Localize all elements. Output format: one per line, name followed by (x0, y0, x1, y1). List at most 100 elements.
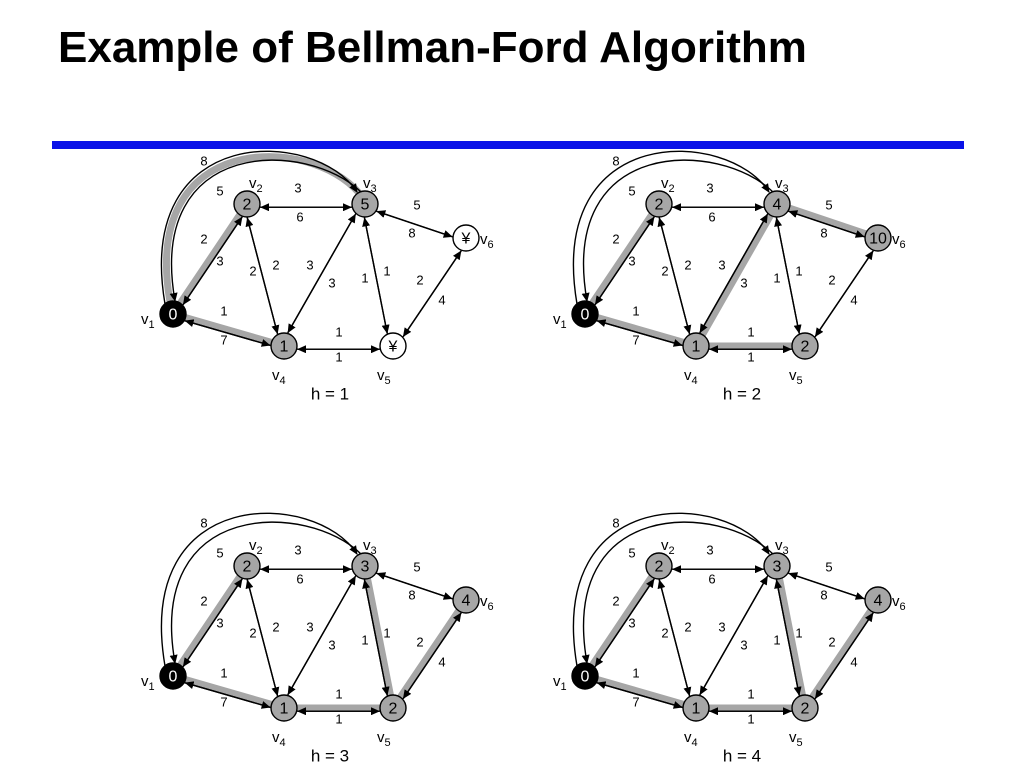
highlighted-edge-v3-v5 (361, 562, 397, 712)
edge-weight-v1-v4: 1 (220, 665, 227, 680)
edge-weight-v3-v1: 5 (216, 545, 223, 560)
vertex-label-v6: v6 (892, 593, 906, 613)
vertex-distance-v4: 1 (280, 339, 289, 356)
vertex-circle-v5 (379, 694, 407, 722)
vertex-distance-v1: 0 (169, 669, 178, 686)
vertex-label-v4: v4 (272, 729, 286, 749)
edge-weight-v3-v4: 3 (306, 257, 313, 272)
highlighted-edge-v5-v6 (801, 596, 882, 712)
edge-weight-v4-v1: 7 (220, 332, 227, 347)
vertex-label-v1: v1 (141, 673, 155, 693)
edge-v3-v1 (581, 159, 774, 302)
edge-weight-v5-v4: 1 (747, 711, 754, 726)
edge-v1-v3 (160, 512, 358, 667)
highlighted-edge-v5-v6 (389, 596, 470, 712)
vertex-label-v2: v2 (661, 175, 675, 195)
vertex-label-v5: v5 (377, 367, 391, 387)
edge-v4-v2 (245, 579, 279, 697)
edge-weight-v1-v2: 2 (612, 231, 619, 246)
edge-weight-v2-v4: 2 (661, 625, 668, 640)
edge-v4-v1 (184, 681, 271, 709)
edge-weight-v6-v3: 8 (820, 225, 827, 240)
edge-v6-v5 (814, 612, 874, 700)
edge-weight-v3-v1: 5 (628, 545, 635, 560)
edge-weight-v2-v3: 3 (294, 542, 301, 557)
iteration-caption: h = 2 (723, 384, 761, 403)
vertex-circle-v6 (452, 224, 480, 252)
vertex-label-v2: v2 (249, 175, 263, 195)
edge-v4-v3 (699, 213, 768, 334)
vertex-circle-v5 (791, 694, 819, 722)
vertex-circle-v4 (682, 694, 710, 722)
edge-weight-v5-v6: 2 (416, 272, 423, 287)
edge-v4-v1 (184, 319, 271, 347)
vertex-circle-v2 (645, 190, 673, 218)
vertex-circle-v3 (763, 552, 791, 580)
vertex-circle-v4 (270, 332, 298, 360)
edge-weight-v5-v4: 1 (747, 349, 754, 364)
vertex-circle-v1 (159, 662, 187, 690)
edge-v4-v3 (287, 575, 356, 696)
edge-v5-v3 (362, 217, 389, 335)
edge-weight-v3-v4: 3 (306, 619, 313, 634)
highlighted-edge-v1-v2 (169, 562, 251, 680)
vertex-label-v4: v4 (272, 367, 286, 387)
vertex-distance-v6: 4 (462, 593, 471, 610)
iteration-caption: h = 3 (311, 746, 349, 765)
vertex-circle-v6 (452, 586, 480, 614)
edge-v1-v3 (160, 150, 358, 305)
edge-weight-v2-v4: 2 (249, 625, 256, 640)
edge-v3-v1 (169, 159, 362, 302)
vertex-distance-v4: 1 (692, 701, 701, 718)
vertex-distance-v1: 0 (581, 307, 590, 324)
edge-v4-v3 (699, 575, 768, 696)
edge-v6-v3 (376, 572, 453, 600)
edge-weight-v1-v2: 2 (200, 593, 207, 608)
highlighted-edge-v1-v4 (581, 672, 700, 712)
edge-weight-v4-v2: 2 (684, 257, 691, 272)
vertex-v4: 1 v4 (270, 332, 298, 387)
edge-v4-v1 (596, 319, 683, 347)
slide-title: Example of Bellman-Ford Algorithm (58, 23, 807, 72)
edge-v1-v3 (572, 150, 770, 305)
edge-v5-v3 (774, 579, 801, 697)
edge-weight-v4-v3: 3 (740, 637, 747, 652)
vertex-label-v4: v4 (684, 729, 698, 749)
edge-v6-v3 (788, 210, 865, 238)
edge-weight-v4-v2: 2 (272, 257, 279, 272)
vertex-label-v3: v3 (363, 175, 377, 195)
vertex-circle-v6 (864, 586, 892, 614)
vertex-label-v1: v1 (553, 673, 567, 693)
edge-weight-v4-v1: 7 (632, 332, 639, 347)
edge-weight-v5-v6: 2 (416, 634, 423, 649)
vertex-distance-v3: 4 (773, 197, 782, 214)
edge-weight-v3-v5: 1 (773, 632, 780, 647)
edge-weight-v5-v3: 1 (795, 263, 802, 278)
edge-weight-v3-v6: 5 (825, 559, 832, 574)
edge-layer (572, 150, 874, 354)
edge-weight-v1-v4: 1 (220, 303, 227, 318)
vertex-v5: 2v5 (789, 694, 819, 749)
edge-layer (160, 150, 462, 354)
edge-weight-v1-v4: 1 (632, 665, 639, 680)
edge-v2-v1 (182, 578, 243, 667)
edge-weight-v1-v2: 2 (612, 593, 619, 608)
edge-weight-v4-v5: 1 (747, 324, 754, 339)
edge-v4-v2 (657, 579, 691, 697)
vertex-label-v2: v2 (661, 537, 675, 557)
edge-weight-v3-v5: 1 (361, 270, 368, 285)
vertex-circle-v4 (270, 694, 298, 722)
edge-weight-v3-v4: 3 (718, 619, 725, 634)
vertex-v4: 1 v4 (682, 694, 710, 749)
edge-weight-v3-v4: 3 (718, 257, 725, 272)
highlighted-edge-v1-v4 (169, 672, 288, 712)
edge-v3-v1 (581, 521, 774, 664)
vertex-v5: 2v5 (377, 694, 407, 749)
